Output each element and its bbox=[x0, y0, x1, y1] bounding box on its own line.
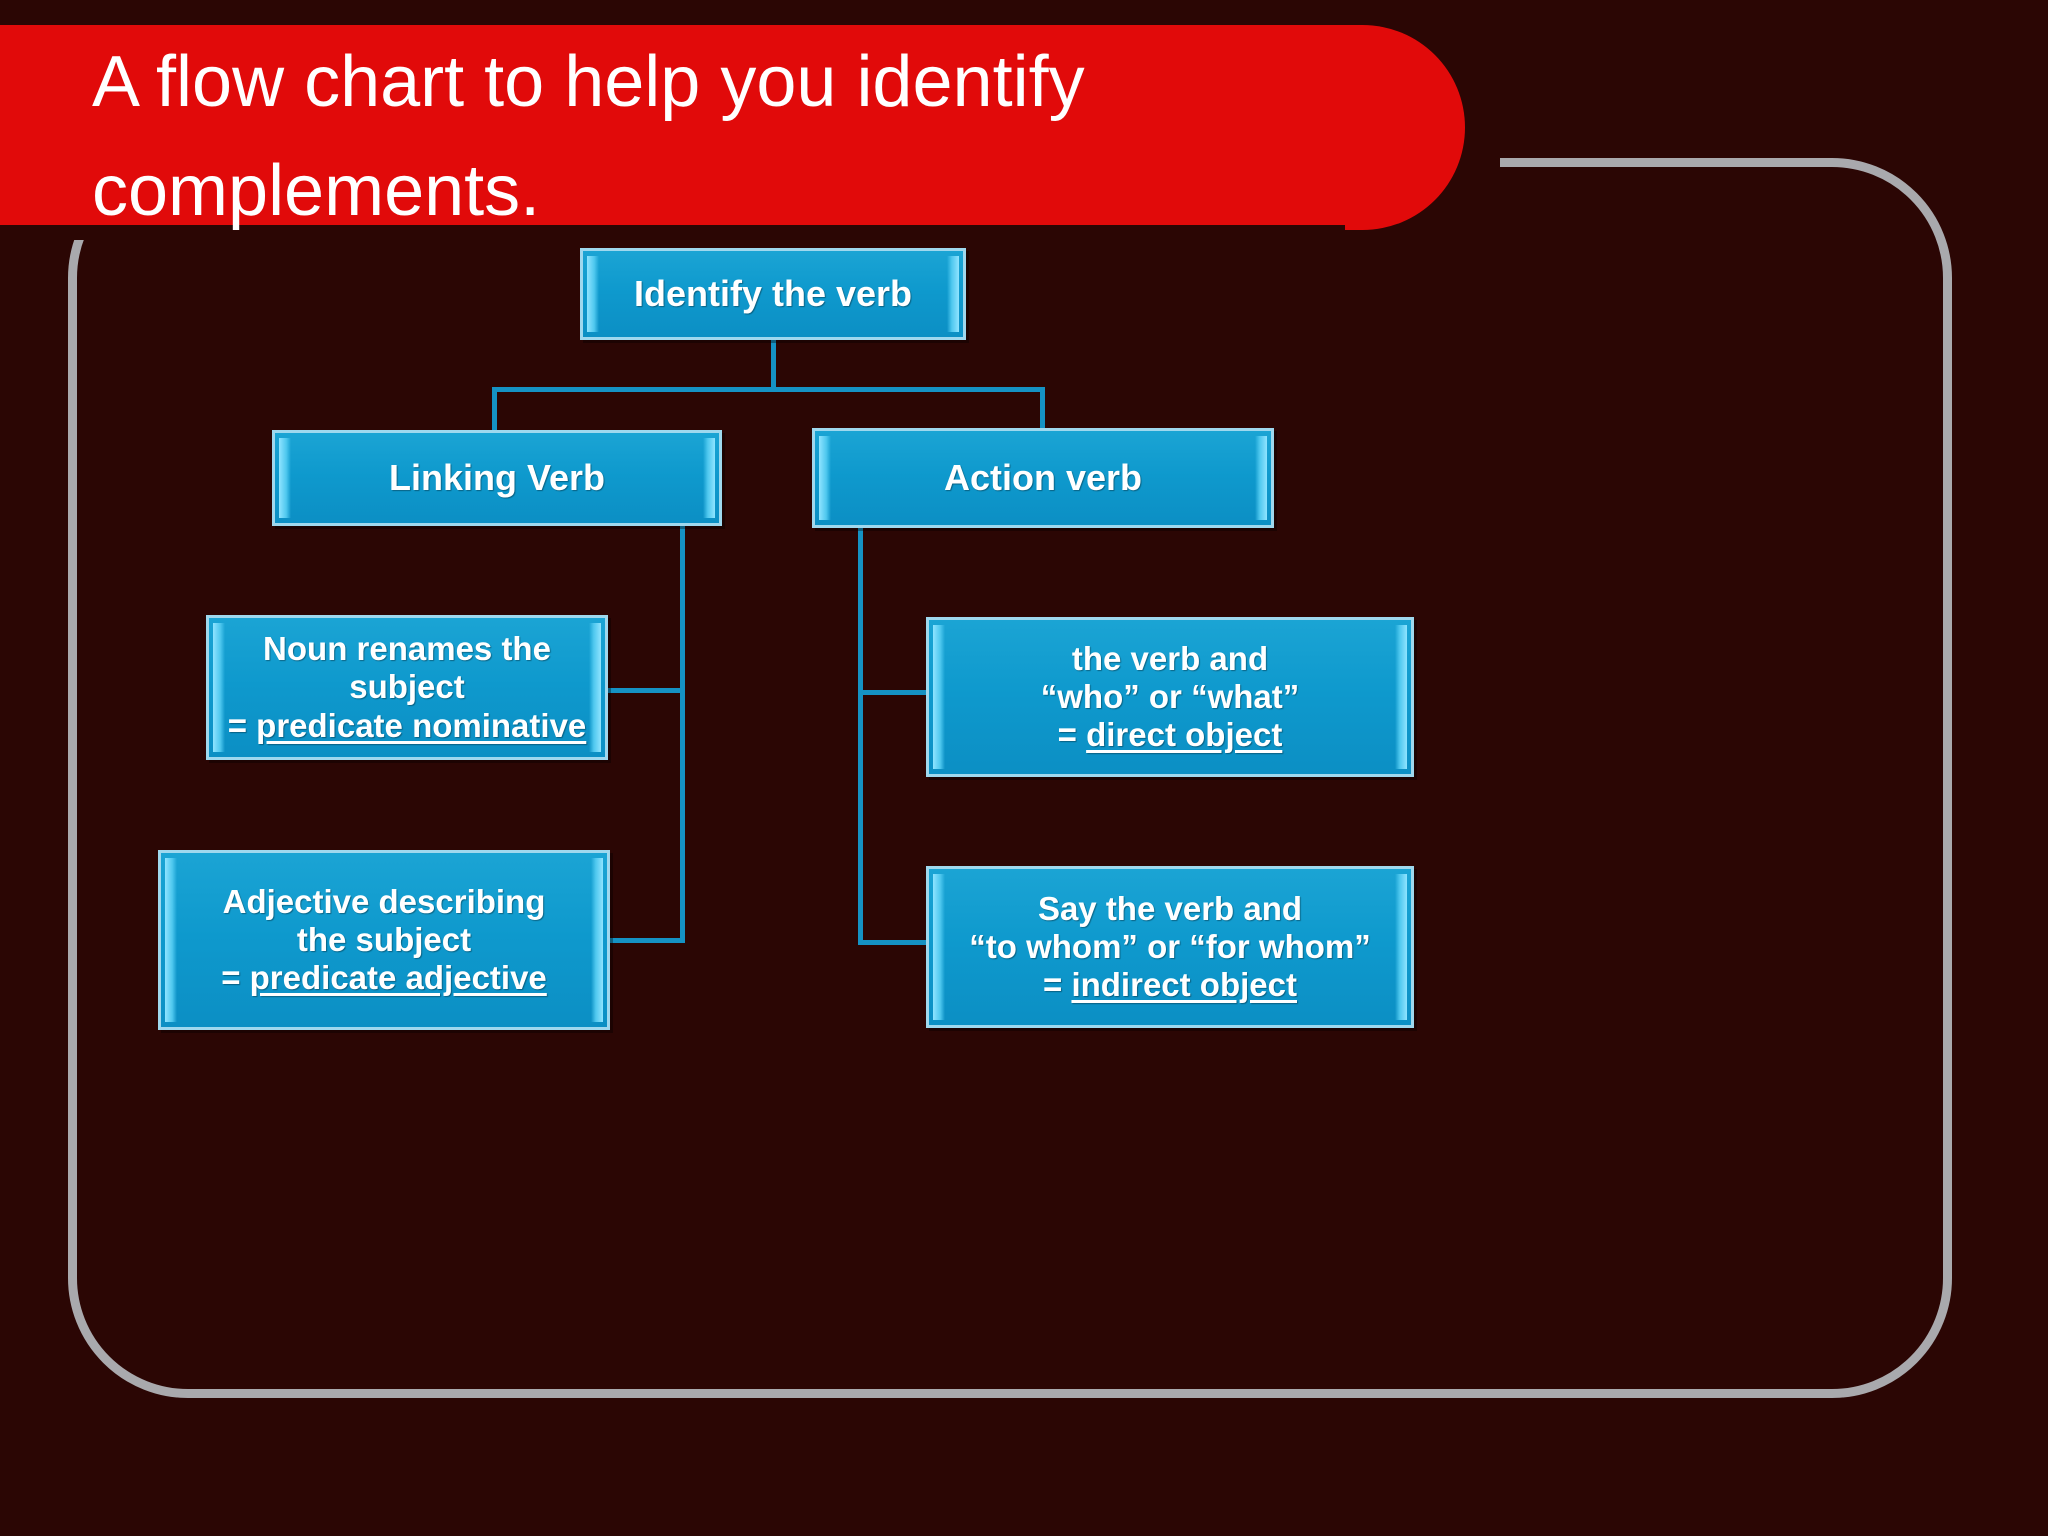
node-line-1: Say the verb and bbox=[1037, 889, 1303, 927]
node-line-2: subject bbox=[349, 668, 465, 706]
node-direct-object[interactable]: the verb and“who” or “what”= direct obje… bbox=[926, 617, 1414, 777]
node-term: direct object bbox=[1086, 716, 1283, 754]
node-identify-the-verb[interactable]: Identify the verb bbox=[580, 248, 966, 340]
node-label: Linking Verb bbox=[388, 457, 606, 499]
node-line-1: the verb and bbox=[1071, 639, 1269, 677]
connector-action-to-io bbox=[858, 940, 933, 945]
node-term: predicate nominative bbox=[256, 706, 587, 744]
connector-linking-to-pa bbox=[600, 938, 685, 943]
node-line-1: Adjective describing bbox=[222, 882, 546, 920]
node-term: indirect object bbox=[1071, 966, 1297, 1004]
node-action-verb[interactable]: Action verb bbox=[812, 428, 1274, 528]
connector-bus-left bbox=[492, 387, 497, 432]
connector-bus-right bbox=[1040, 387, 1045, 430]
node-term: predicate adjective bbox=[249, 959, 547, 997]
node-equals: = bbox=[1043, 966, 1072, 1004]
node-label: Action verb bbox=[943, 457, 1143, 499]
title-underline-rule bbox=[0, 225, 1345, 236]
node-label: Say the verb and“to whom” or “for whom”=… bbox=[969, 890, 1370, 1005]
node-indirect-object[interactable]: Say the verb and“to whom” or “for whom”=… bbox=[926, 866, 1414, 1028]
node-line-2: “who” or “what” bbox=[1040, 677, 1300, 715]
node-line-2: the subject bbox=[296, 920, 472, 958]
node-equals: = bbox=[221, 959, 250, 997]
title-banner bbox=[0, 25, 1465, 236]
node-linking-verb[interactable]: Linking Verb bbox=[272, 430, 722, 526]
connector-linking-to-pn bbox=[600, 688, 685, 693]
connector-linking-down bbox=[680, 524, 685, 942]
connector-verb-down bbox=[771, 340, 776, 390]
node-equals: = bbox=[227, 706, 257, 744]
connector-bus-top bbox=[492, 387, 1044, 392]
page-title: A flow chart to help you identify comple… bbox=[92, 42, 1085, 232]
node-label: Identify the verb bbox=[633, 273, 913, 315]
node-equals: = bbox=[1057, 716, 1087, 754]
connector-action-down bbox=[858, 526, 863, 944]
node-line-2: “to whom” or “for whom” bbox=[969, 927, 1371, 965]
node-line-1: Noun renames the bbox=[263, 630, 551, 668]
connector-action-to-do bbox=[858, 690, 933, 695]
node-label: the verb and“who” or “what”= direct obje… bbox=[1041, 640, 1300, 755]
